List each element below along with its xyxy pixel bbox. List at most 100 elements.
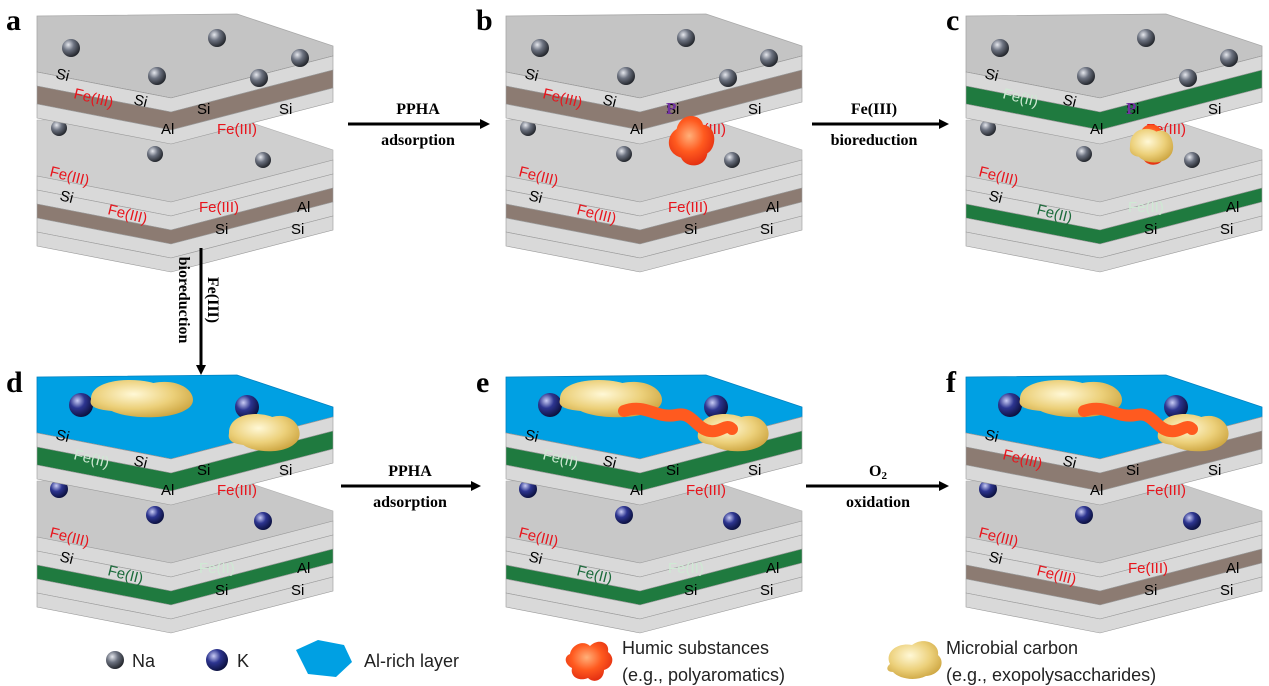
si-label: Si xyxy=(601,91,618,111)
si-label: Si xyxy=(132,91,149,111)
humic-substance xyxy=(668,116,715,166)
si-label: Si xyxy=(1220,221,1233,238)
si-label: Si xyxy=(215,221,228,238)
fe-label: Fe(III) xyxy=(1146,482,1186,499)
si-label: Si xyxy=(58,548,75,568)
al-label: Al xyxy=(630,121,643,138)
si-label: Si xyxy=(132,452,149,472)
panel-letter-a: a xyxy=(6,4,21,37)
legend-microbial-label-2: (e.g., exopolysaccharides) xyxy=(946,665,1156,685)
na-ion xyxy=(719,69,737,87)
si-label: Si xyxy=(54,426,71,446)
al-label: Al xyxy=(766,560,779,577)
legend-humic-label-2: (e.g., polyaromatics) xyxy=(622,665,785,685)
si-label: Si xyxy=(684,221,697,238)
na-ion xyxy=(1220,49,1238,67)
si-label: Si xyxy=(760,221,773,238)
si-label: Si xyxy=(760,582,773,599)
na-ion xyxy=(531,39,549,57)
fe-label: Fe(II) xyxy=(1128,199,1164,216)
si-label: Si xyxy=(523,426,540,446)
si-label: Si xyxy=(1126,101,1139,118)
na-ion xyxy=(991,39,1009,57)
si-label: Si xyxy=(58,187,75,207)
k-ion xyxy=(235,395,259,419)
si-label: Si xyxy=(601,452,618,472)
si-label: Si xyxy=(54,65,71,85)
na-ion xyxy=(760,49,778,67)
si-label: Si xyxy=(197,462,210,479)
si-label: Si xyxy=(523,65,540,85)
si-label: Si xyxy=(1061,452,1078,472)
arrow-a-to-d: Fe(III) bioreduction xyxy=(175,248,221,375)
fe-label: Fe(III) xyxy=(668,199,708,216)
si-label: Si xyxy=(527,548,544,568)
fe-label: Fe(III) xyxy=(217,482,257,499)
si-label: Si xyxy=(197,101,210,118)
fe-label: Fe(III) xyxy=(217,121,257,138)
si-label: Si xyxy=(291,582,304,599)
na-ion xyxy=(62,39,80,57)
arrow-d-to-e: PPHA adsorption xyxy=(341,463,481,511)
arrow-e-f-line1: O2 xyxy=(869,463,887,482)
si-label: Si xyxy=(291,221,304,238)
si-label: Si xyxy=(1061,91,1078,111)
na-ion xyxy=(1077,67,1095,85)
legend: Na K Al-rich layer Humic substances (e.g… xyxy=(106,638,1156,685)
k-ion xyxy=(704,395,728,419)
al-label: Al xyxy=(1090,121,1103,138)
k-ion xyxy=(998,393,1022,417)
arrow-e-to-f: O2 oxidation xyxy=(806,463,949,511)
al-label: Al xyxy=(161,482,174,499)
legend-microbial-label-1: Microbial carbon xyxy=(946,638,1078,658)
al-label: Al xyxy=(1226,560,1239,577)
si-label: Si xyxy=(1126,462,1139,479)
si-label: Si xyxy=(1220,582,1233,599)
panel-letter-d: d xyxy=(6,366,23,399)
panel-letter-f: f xyxy=(946,366,957,399)
al-label: Al xyxy=(630,482,643,499)
k-ion xyxy=(69,393,93,417)
si-label: Si xyxy=(279,462,292,479)
arrow-b-c-line2: bioreduction xyxy=(831,132,918,149)
humic-substance xyxy=(618,402,738,438)
si-label: Si xyxy=(748,462,761,479)
fe-label: Fe(II) xyxy=(199,560,235,577)
na-ion xyxy=(1179,69,1197,87)
microbial-carbon xyxy=(1129,128,1174,163)
na-ion xyxy=(677,29,695,47)
al-label: Al xyxy=(1226,199,1239,216)
arrow-a-d-line2: bioreduction xyxy=(175,257,192,344)
legend-k-icon xyxy=(206,649,228,671)
panel-letter-c: c xyxy=(946,4,959,37)
si-label: Si xyxy=(983,426,1000,446)
arrow-a-to-b: PPHA adsorption xyxy=(348,101,490,149)
legend-al-rich-layer-label: Al-rich layer xyxy=(364,651,459,671)
si-label: Si xyxy=(987,187,1004,207)
arrow-d-e-line1: PPHA xyxy=(388,463,432,480)
al-label: Al xyxy=(297,199,310,216)
legend-na-icon xyxy=(106,651,124,669)
arrow-e-f-line2: oxidation xyxy=(846,494,910,511)
legend-al-rich-layer-icon xyxy=(296,640,352,677)
si-label: Si xyxy=(1208,462,1221,479)
si-label: Si xyxy=(279,101,292,118)
arrow-b-c-line1: Fe(III) xyxy=(851,101,897,118)
fe-label: Fe(III) xyxy=(199,199,239,216)
legend-humic-label-1: Humic substances xyxy=(622,638,769,658)
fe-label: Fe(III) xyxy=(1128,560,1168,577)
na-ion xyxy=(1137,29,1155,47)
na-ion xyxy=(148,67,166,85)
al-label: Al xyxy=(1090,482,1103,499)
p-label: P xyxy=(1126,99,1136,118)
legend-k-label: K xyxy=(237,651,249,671)
si-label: Si xyxy=(983,65,1000,85)
na-ion xyxy=(208,29,226,47)
